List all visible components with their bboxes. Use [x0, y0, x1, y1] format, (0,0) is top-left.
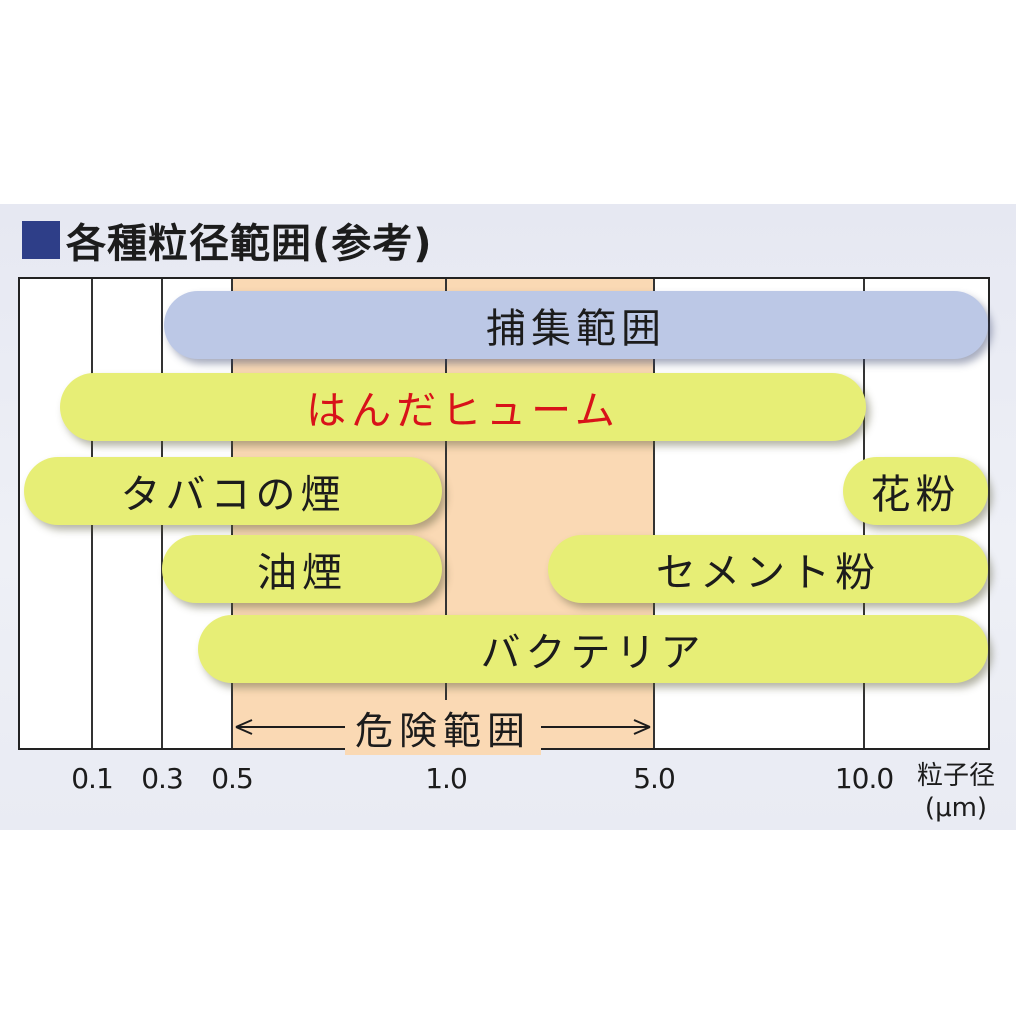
chart-title-text: 各種粒径範囲(参考)	[66, 221, 433, 267]
chart-title: 各種粒径範囲(参考)	[22, 212, 433, 268]
range-label: 花粉	[870, 472, 961, 518]
range-bar: 捕集範囲	[164, 291, 988, 359]
range-label: タバコの煙	[120, 472, 346, 518]
x-axis-unit-label: 粒子径 (μm)	[916, 760, 996, 824]
range-label: セメント粉	[655, 550, 881, 596]
range-label: 捕集範囲	[486, 306, 666, 352]
range-bar: タバコの煙	[24, 457, 442, 525]
range-bar: バクテリア	[198, 615, 988, 683]
x-tick-label: 0.1	[71, 762, 114, 795]
range-bar: 油煙	[162, 535, 442, 603]
x-tick-label: 0.5	[211, 762, 254, 795]
grid-line	[653, 277, 655, 750]
danger-range-text: 危険範囲	[344, 699, 541, 755]
range-label: はんだヒューム	[306, 388, 620, 434]
range-label: 油煙	[257, 550, 347, 596]
title-square-icon	[22, 221, 60, 259]
x-tick-label: 0.3	[141, 762, 184, 795]
x-axis-label: 粒子径	[916, 761, 995, 791]
range-bar: はんだヒューム	[60, 373, 866, 441]
grid-line	[445, 277, 447, 750]
x-tick-label: 1.0	[425, 762, 468, 795]
x-axis-unit: (μm)	[924, 793, 988, 823]
x-tick-label: 5.0	[633, 762, 676, 795]
range-bar: セメント粉	[548, 535, 988, 603]
range-label: バクテリア	[480, 630, 706, 676]
danger-range-label: 危険範囲	[232, 699, 654, 755]
range-bar: 花粉	[843, 457, 988, 525]
x-tick-label: 10.0	[834, 762, 894, 795]
